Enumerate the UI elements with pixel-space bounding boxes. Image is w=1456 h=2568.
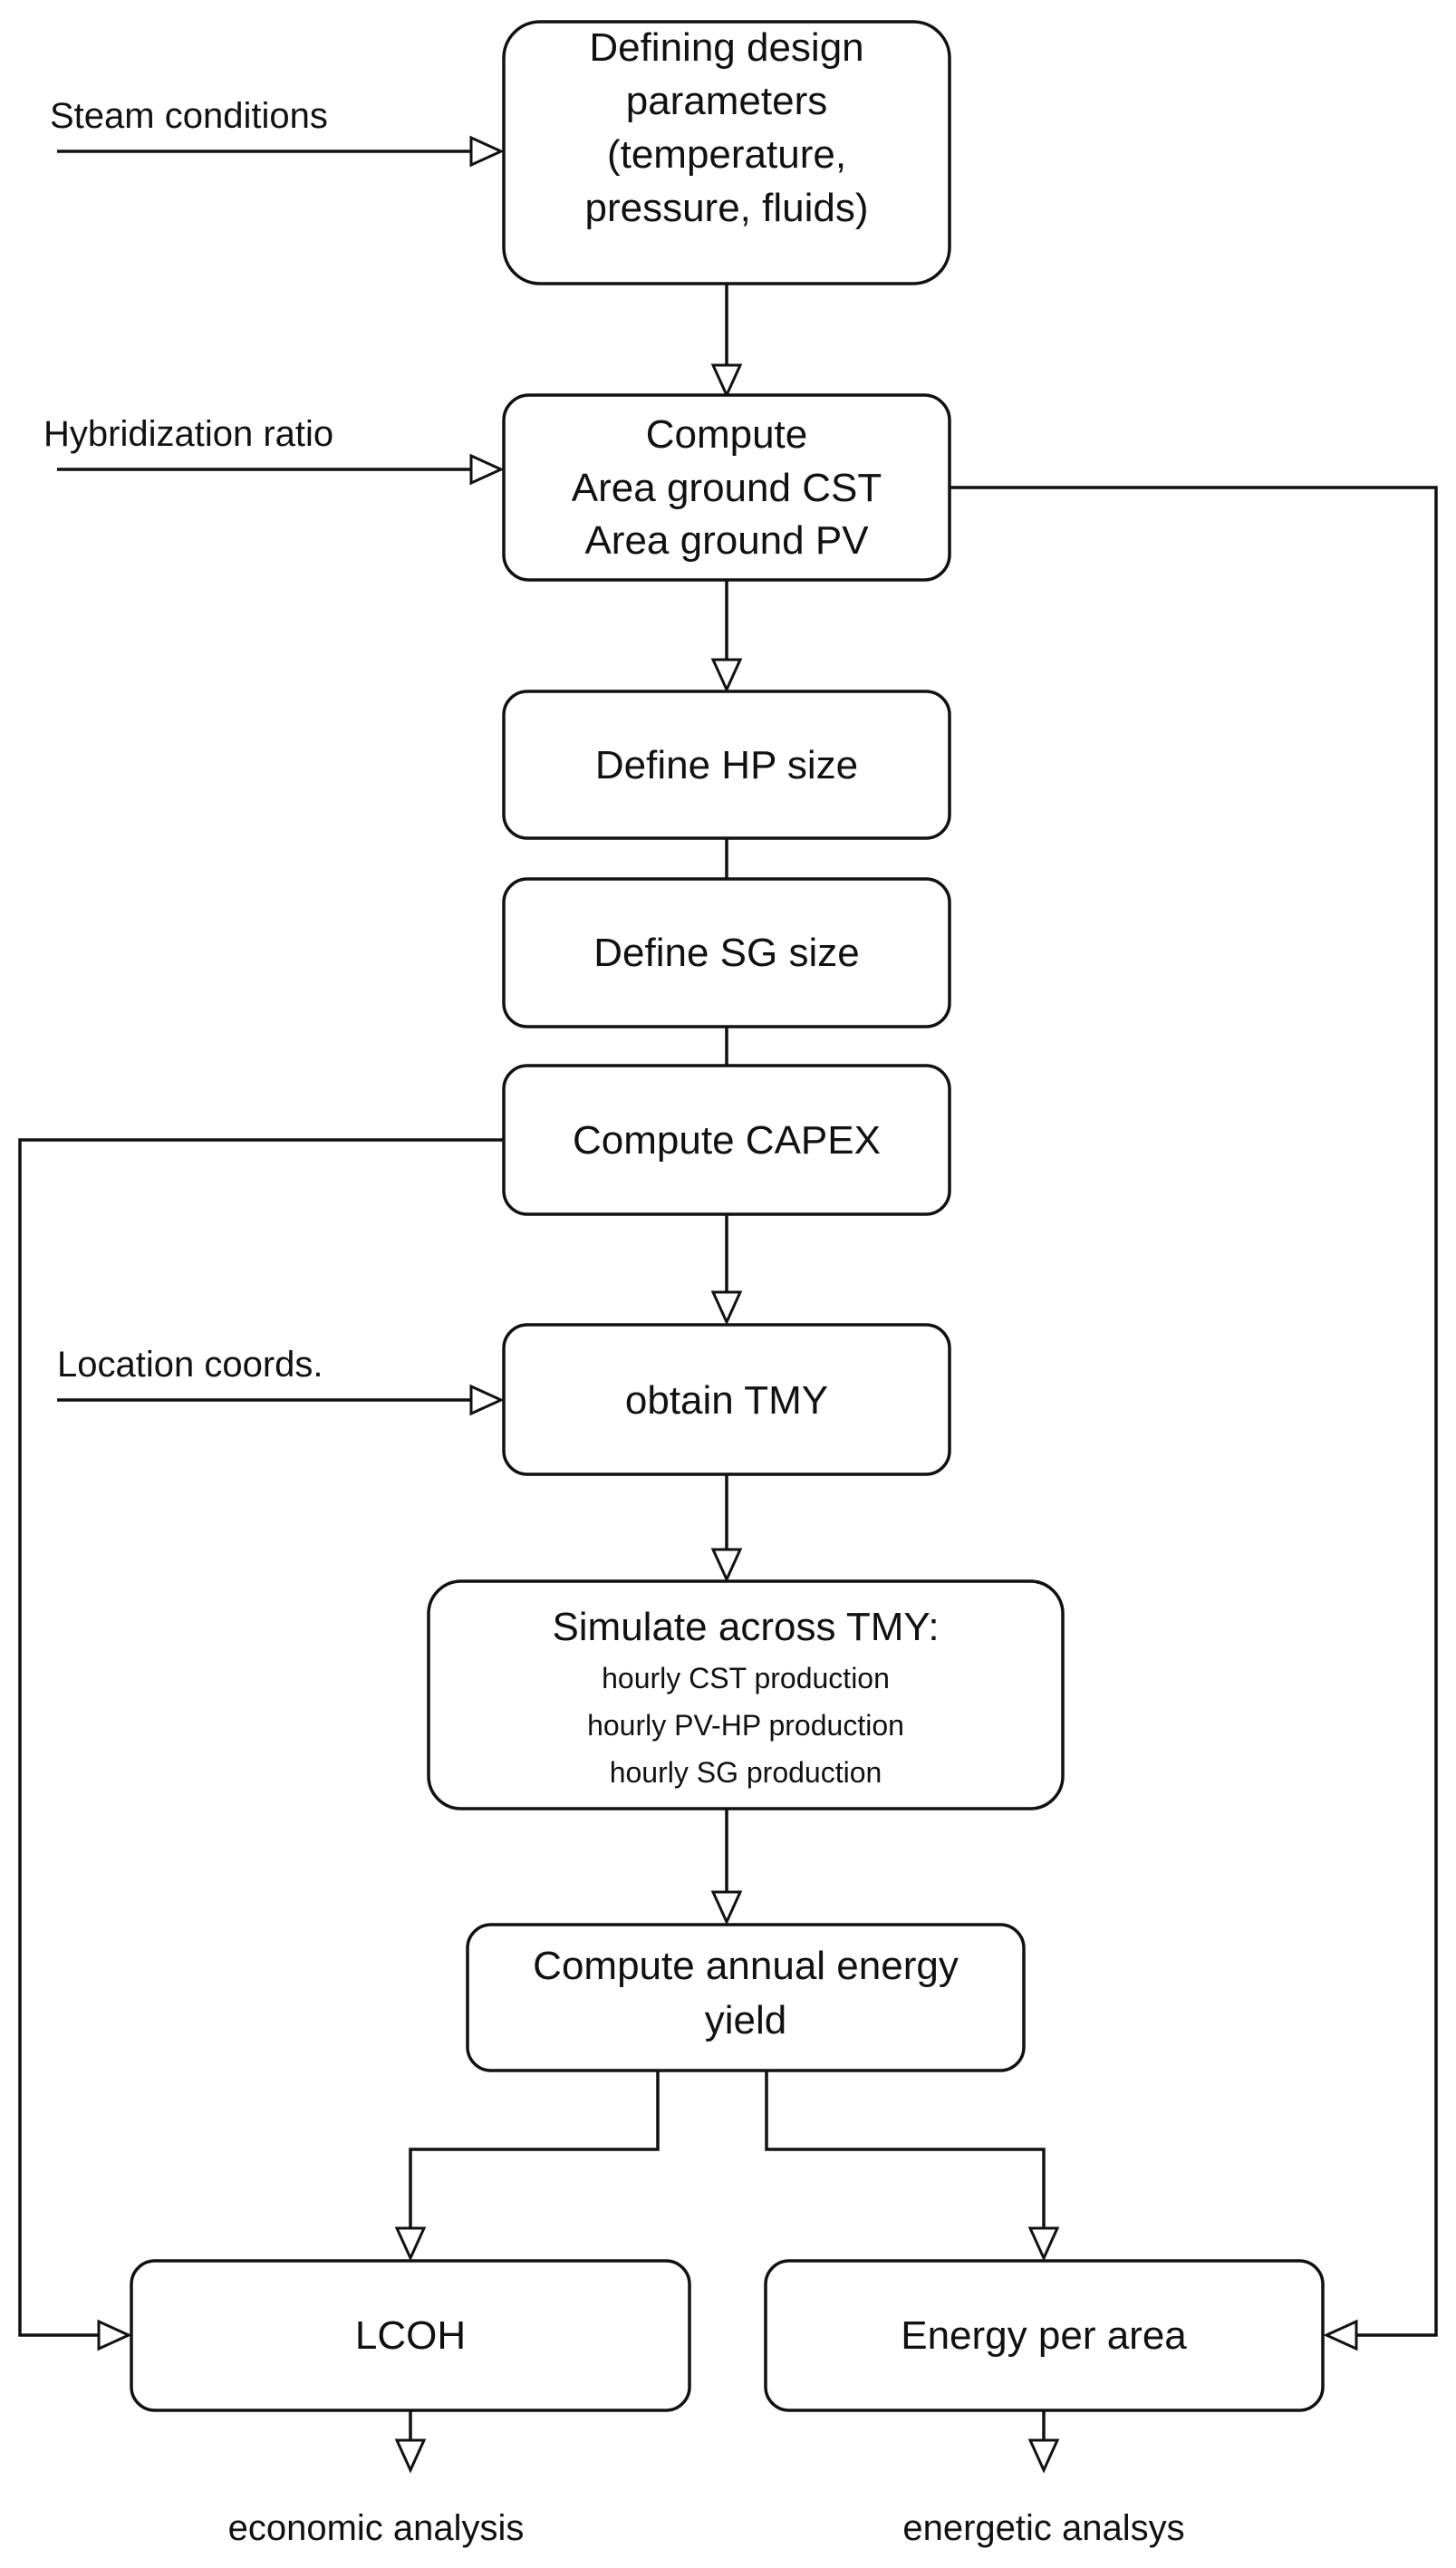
arrow-head-icon <box>97 2319 132 2351</box>
connector-hybridization-ratio <box>57 453 505 486</box>
node-line: pressure, fluids) <box>584 186 868 230</box>
node-define-sg-size: Define SG size <box>502 877 951 1028</box>
node-line: Compute <box>646 412 808 457</box>
input-label-steam-conditions: Steam conditions <box>50 96 328 136</box>
node-line: LCOH <box>355 2313 466 2358</box>
node-line: Compute annual energy <box>533 1944 959 1988</box>
node-defining-design-parameters: Defining design parameters (temperature,… <box>502 20 951 285</box>
arrow-head-icon <box>394 2226 427 2262</box>
connector-lcoh-to-economic <box>394 2410 427 2474</box>
node-line: Area ground PV <box>584 518 869 563</box>
connector-area-to-hp <box>710 580 743 693</box>
connector-capex-to-lcoh <box>18 1138 506 2351</box>
connector-area-to-energy <box>950 486 1438 2351</box>
node-lcoh: LCOH <box>130 2259 691 2412</box>
node-obtain-tmy: obtain TMY <box>502 1323 951 1476</box>
node-line: obtain TMY <box>625 1378 828 1423</box>
output-label-economic-analysis: economic analysis <box>228 2508 525 2548</box>
connector-capex-to-tmy <box>710 1214 743 1326</box>
node-line: yield <box>705 1998 787 2042</box>
node-line: Define HP size <box>595 743 858 787</box>
input-label-location-coords: Location coords. <box>57 1345 323 1385</box>
arrow-head-icon <box>1323 2319 1358 2351</box>
connector-yield-to-lcoh <box>394 2071 660 2262</box>
connector-energy-to-energetic <box>1027 2410 1060 2474</box>
output-label-energetic-analysis: energetic analsys <box>902 2508 1184 2548</box>
node-compute-annual-energy-yield: Compute annual energy yield <box>466 1923 1026 2072</box>
connector-yield-to-energy <box>765 2071 1060 2262</box>
node-line: Area ground CST <box>572 466 882 510</box>
input-label-hybridization-ratio: Hybridization ratio <box>43 414 333 454</box>
node-line: parameters <box>626 79 828 123</box>
arrow-head-icon <box>710 1548 743 1583</box>
connector-simulate-to-yield <box>710 1809 743 1926</box>
arrow-head-icon <box>469 135 505 168</box>
node-line: hourly SG production <box>610 1756 882 1789</box>
arrow-head-icon <box>710 1890 743 1926</box>
arrow-head-icon <box>1027 2438 1060 2474</box>
node-define-hp-size: Define HP size <box>502 690 951 840</box>
node-line: Defining design <box>589 25 863 70</box>
node-line: hourly PV-HP production <box>587 1709 904 1742</box>
arrow-head-icon <box>710 658 743 693</box>
node-simulate-across-tmy: Simulate across TMY: hourly CST producti… <box>427 1579 1065 1810</box>
node-line: Compute CAPEX <box>573 1118 881 1163</box>
node-line: Energy per area <box>901 2313 1187 2358</box>
node-energy-per-area: Energy per area <box>764 2259 1325 2412</box>
arrow-head-icon <box>710 363 743 399</box>
connector-steam-conditions <box>57 135 505 168</box>
connector-location-coords <box>57 1384 505 1416</box>
arrow-head-icon <box>394 2438 427 2474</box>
node-title: Simulate across TMY: <box>552 1605 939 1649</box>
arrow-head-icon <box>469 453 505 486</box>
node-line: (temperature, <box>607 132 846 177</box>
connector-params-to-area <box>710 284 743 399</box>
node-line: Define SG size <box>593 931 859 975</box>
node-compute-area: Compute Area ground CST Area ground PV <box>502 393 951 582</box>
arrow-head-icon <box>469 1384 505 1416</box>
node-compute-capex: Compute CAPEX <box>502 1064 951 1216</box>
connector-tmy-to-simulate <box>710 1474 743 1583</box>
arrow-head-icon <box>710 1290 743 1326</box>
arrow-head-icon <box>1027 2226 1060 2262</box>
node-line: hourly CST production <box>602 1662 890 1694</box>
